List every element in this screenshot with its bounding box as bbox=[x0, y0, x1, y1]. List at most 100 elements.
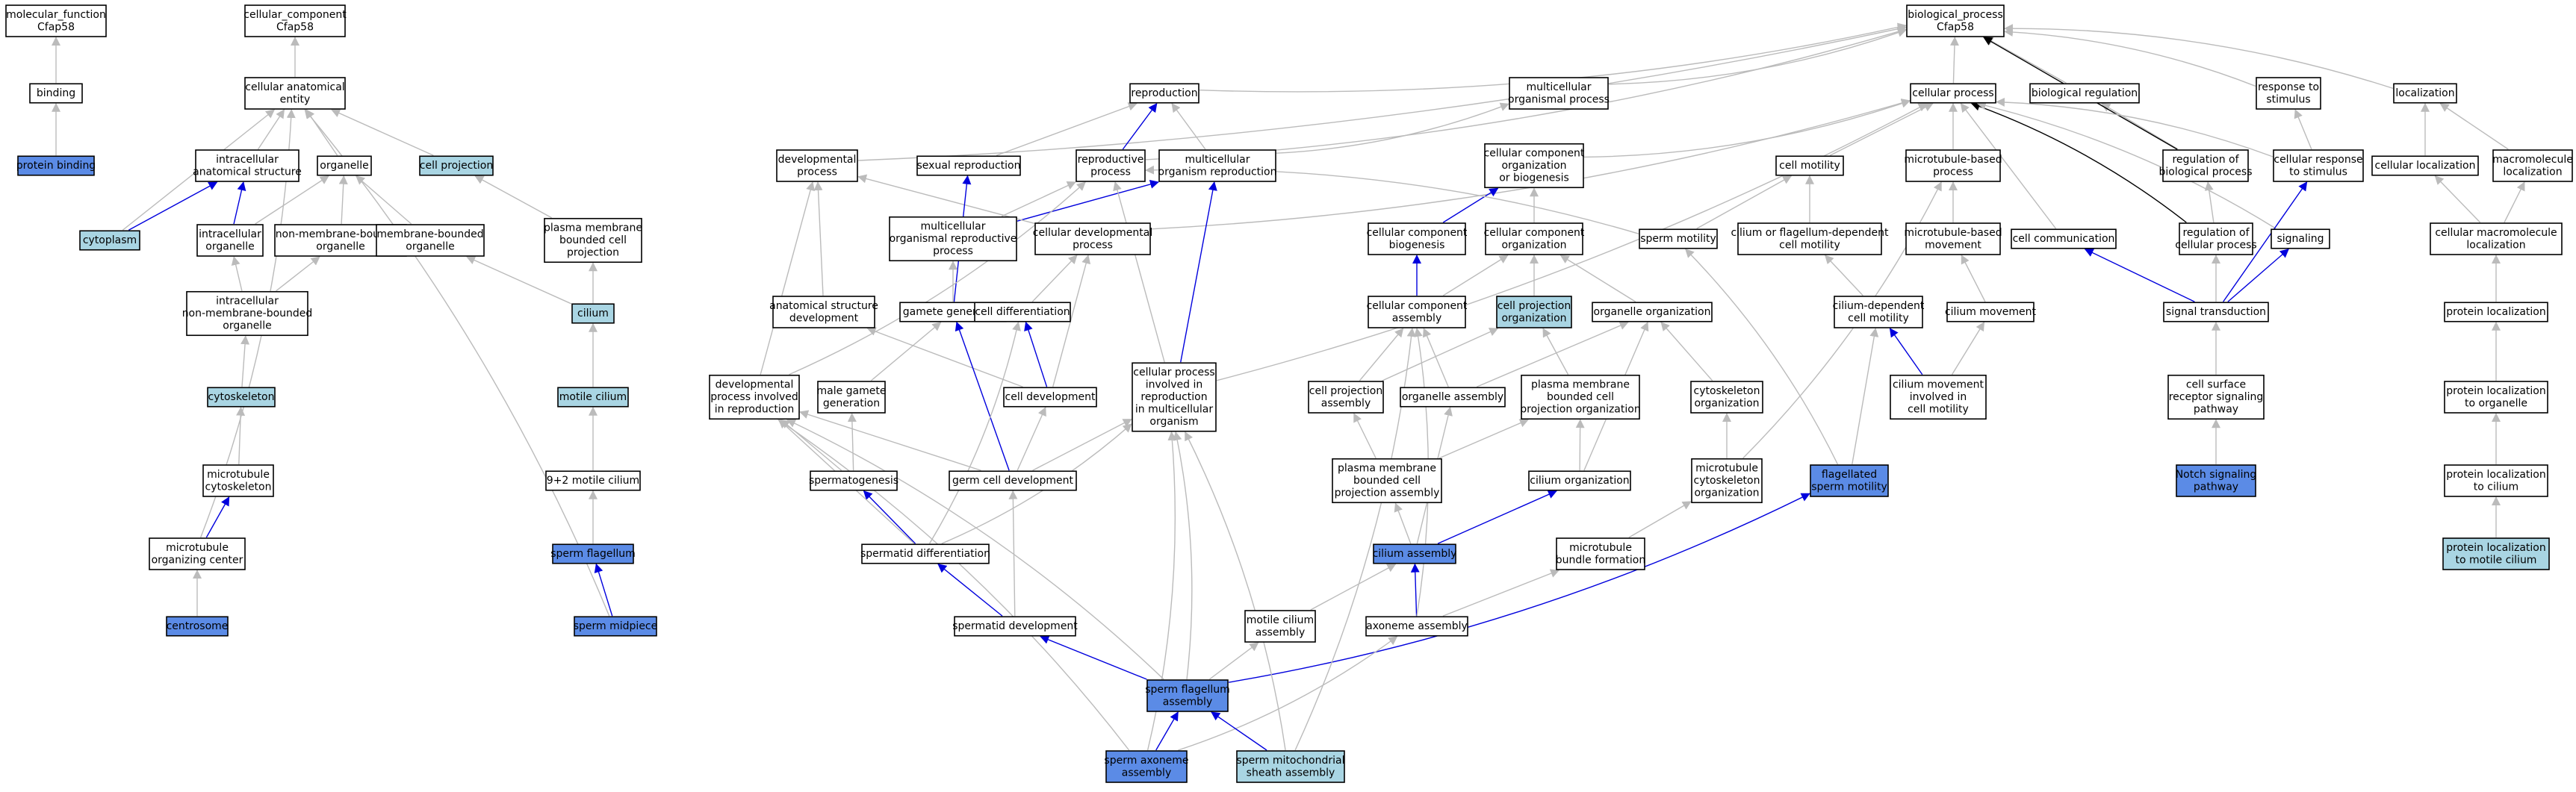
node-label-line: organization bbox=[1694, 487, 1759, 499]
go-term-node-signal-transduction[interactable]: signal transduction bbox=[2163, 302, 2269, 322]
go-term-node-cell-projection[interactable]: cell projection bbox=[419, 155, 494, 176]
go-term-node-signaling[interactable]: signaling bbox=[2271, 228, 2330, 249]
go-term-node-centrosome[interactable]: centrosome bbox=[166, 616, 229, 637]
go-term-node-cell-dev[interactable]: cell development bbox=[1003, 387, 1097, 408]
node-label-line: multicellular bbox=[1527, 81, 1592, 93]
go-term-node-cell-comm[interactable]: cell communication bbox=[2011, 228, 2117, 249]
go-term-node-organelle-org[interactable]: organelle organization bbox=[1592, 302, 1713, 322]
go-term-node-spermatid-dev[interactable]: spermatid development bbox=[952, 616, 1078, 637]
node-box bbox=[2176, 464, 2256, 497]
go-term-node-axoneme-assembly[interactable]: axoneme assembly bbox=[1365, 616, 1468, 637]
go-term-node-cytoskeleton[interactable]: cytoskeleton bbox=[207, 387, 276, 408]
go-term-node-sperm-flagellum[interactable]: sperm flagellum bbox=[550, 543, 636, 564]
go-term-node-organelle-assembly[interactable]: organelle assembly bbox=[1400, 387, 1506, 408]
go-term-node-localization[interactable]: localization bbox=[2393, 83, 2457, 104]
go-term-node-inmbo[interactable]: intracellularnon-membrane-boundedorganel… bbox=[182, 290, 313, 337]
go-term-node-cilium-movement[interactable]: cilium movement bbox=[1945, 302, 2037, 322]
go-term-node-sexual-repro[interactable]: sexual reproduction bbox=[916, 155, 1021, 176]
node-label-line: cell differentiation bbox=[975, 306, 1070, 318]
go-term-node-motile-cilium[interactable]: motile cilium bbox=[557, 387, 629, 408]
go-term-node-nine-two[interactable]: 9+2 motile cilium bbox=[545, 470, 641, 491]
go-term-node-cellular-process[interactable]: cellular process bbox=[1910, 83, 1996, 104]
go-term-node-reproduction[interactable]: reproduction bbox=[1129, 83, 1199, 104]
go-term-node-organelle[interactable]: organelle bbox=[317, 155, 372, 176]
go-term-node-bio-reg[interactable]: biological regulation bbox=[2029, 83, 2140, 104]
go-term-node-germ-cell-dev[interactable]: germ cell development bbox=[949, 470, 1077, 491]
node-label-line: germ cell development bbox=[952, 475, 1074, 487]
node-box bbox=[1775, 155, 1844, 176]
go-term-node-protein-loc[interactable]: protein localization bbox=[2444, 302, 2548, 322]
node-label-line: reproductive bbox=[1078, 154, 1144, 166]
go-term-node-spermatogenesis[interactable]: spermatogenesis bbox=[809, 470, 899, 491]
go-term-node-cell-diff[interactable]: cell differentiation bbox=[974, 302, 1071, 322]
node-box bbox=[1484, 143, 1584, 189]
go-term-node-cilium-assembly[interactable]: cilium assembly bbox=[1373, 543, 1457, 564]
go-term-node-spermatid-diff[interactable]: spermatid differentiation bbox=[860, 543, 990, 564]
go-term-node-cilium-org[interactable]: cilium organization bbox=[1528, 470, 1631, 491]
node-box bbox=[195, 149, 300, 182]
go-term-node-sperm-motility[interactable]: sperm motility bbox=[1639, 228, 1718, 249]
go-term-node-binding[interactable]: binding bbox=[29, 83, 83, 104]
go-term-node-protein-binding[interactable]: protein binding bbox=[16, 155, 96, 176]
go-term-node-cell-localization[interactable]: cellular localization bbox=[2371, 155, 2479, 176]
go-term-node-cytoplasm[interactable]: cytoplasm bbox=[79, 230, 140, 251]
go-term-node-cilium[interactable]: cilium bbox=[571, 303, 615, 324]
edge-cell-dev-proc-to-dev-process bbox=[857, 174, 1035, 224]
go-term-node-cell-motility[interactable]: cell motility bbox=[1775, 155, 1844, 176]
node-box bbox=[2163, 302, 2269, 322]
go-term-node-sperm-midpiece[interactable]: sperm midpiece bbox=[574, 616, 658, 637]
